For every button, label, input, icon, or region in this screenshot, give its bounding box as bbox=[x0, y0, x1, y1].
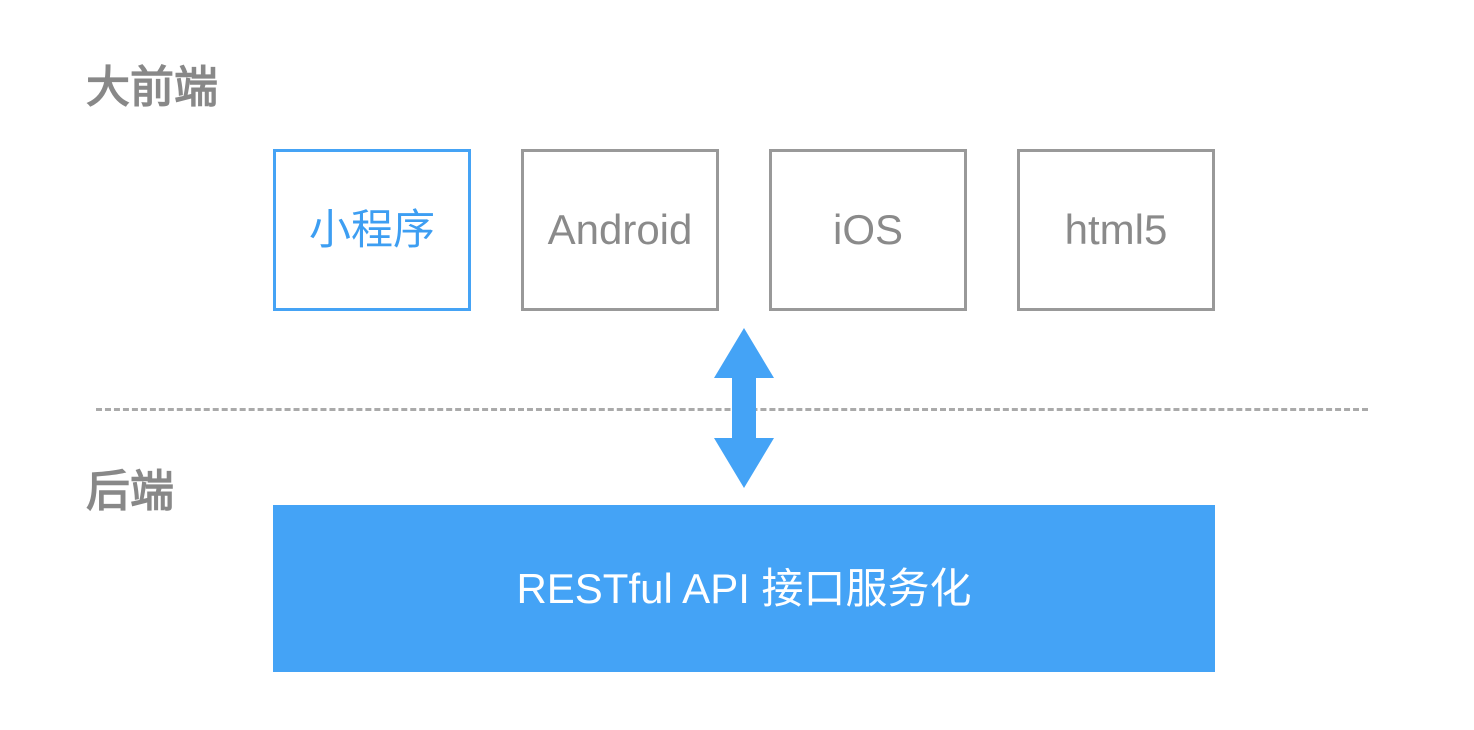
client-label-ios: iOS bbox=[832, 206, 903, 253]
arrow-shape bbox=[714, 328, 774, 488]
client-label-miniprogram: 小程序 bbox=[308, 206, 435, 253]
client-box-miniprogram: 小程序 bbox=[273, 149, 471, 311]
client-box-ios: iOS bbox=[769, 149, 967, 311]
backend-label: 后端 bbox=[86, 466, 174, 517]
api-service-box: RESTful API 接口服务化 bbox=[273, 505, 1215, 672]
client-box-android: Android bbox=[521, 149, 719, 311]
client-box-html5: html5 bbox=[1017, 149, 1215, 311]
frontend-label: 大前端 bbox=[86, 62, 218, 113]
client-label-android: Android bbox=[547, 206, 693, 253]
client-label-html5: html5 bbox=[1064, 206, 1168, 253]
api-service-label: RESTful API 接口服务化 bbox=[516, 564, 972, 612]
double-arrow-vertical-icon bbox=[714, 328, 774, 488]
